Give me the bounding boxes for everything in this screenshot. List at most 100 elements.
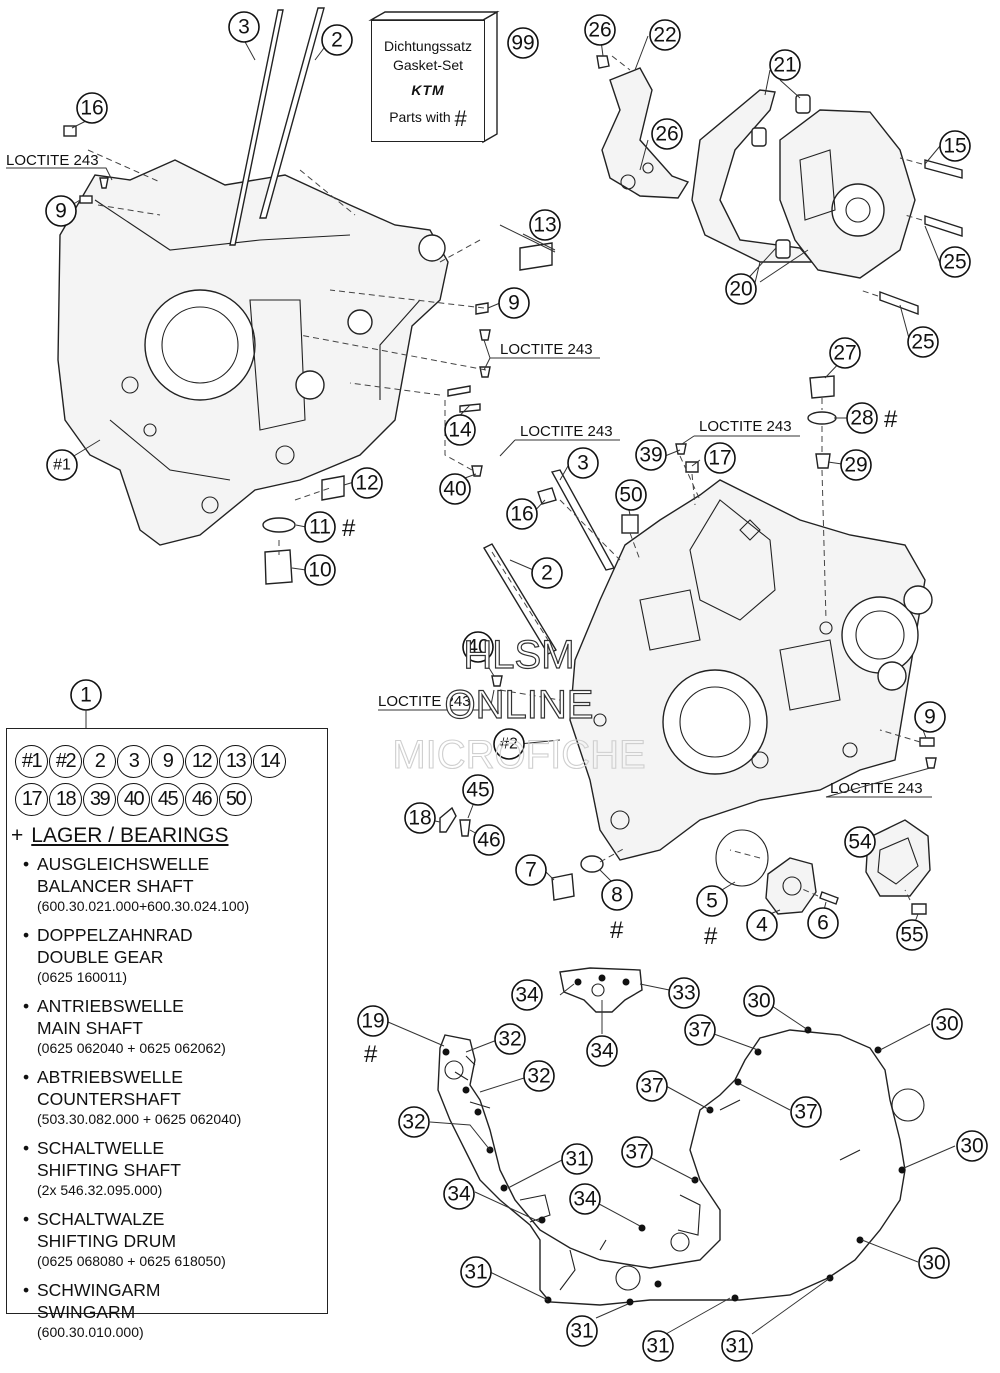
callout-39[interactable]: 39 bbox=[635, 439, 667, 471]
callout-31-left[interactable]: 31 bbox=[460, 1256, 492, 1288]
callout-25-upper[interactable]: 25 bbox=[939, 246, 971, 278]
callout-26-mid[interactable]: 26 bbox=[651, 118, 683, 150]
callout-45[interactable]: 45 bbox=[462, 774, 494, 806]
callout-30-bottom[interactable]: 30 bbox=[918, 1247, 950, 1279]
callout-33[interactable]: 33 bbox=[668, 977, 700, 1009]
callout-hash1[interactable]: #1 bbox=[46, 449, 78, 481]
callout-54[interactable]: 54 bbox=[844, 826, 876, 858]
legend-num[interactable]: 45 bbox=[151, 783, 184, 816]
callout-26-top[interactable]: 26 bbox=[584, 14, 616, 46]
legend-num[interactable]: 3 bbox=[117, 745, 150, 778]
callout-6[interactable]: 6 bbox=[807, 907, 839, 939]
callout-22[interactable]: 22 bbox=[649, 19, 681, 51]
callout-31-mid[interactable]: 31 bbox=[561, 1143, 593, 1175]
callout-30-top[interactable]: 30 bbox=[743, 985, 775, 1017]
screw-9-left bbox=[79, 195, 93, 204]
callout-30-right-top[interactable]: 30 bbox=[931, 1008, 963, 1040]
legend-num[interactable]: 39 bbox=[83, 783, 116, 816]
svg-text:16: 16 bbox=[80, 97, 103, 120]
callout-hash2[interactable]: #2 bbox=[493, 728, 525, 760]
callout-12[interactable]: 12 bbox=[351, 467, 383, 499]
legend-num[interactable]: 50 bbox=[219, 783, 252, 816]
callout-2-top[interactable]: 2 bbox=[321, 24, 353, 56]
callout-17[interactable]: 17 bbox=[704, 442, 736, 474]
callout-13[interactable]: 13 bbox=[529, 209, 561, 241]
callout-9-mid[interactable]: 9 bbox=[498, 287, 530, 319]
svg-text:#1: #1 bbox=[53, 457, 71, 474]
svg-text:9: 9 bbox=[924, 706, 936, 729]
callout-3-top[interactable]: 3 bbox=[228, 11, 260, 43]
callout-11[interactable]: 11 bbox=[304, 511, 336, 543]
callout-31-bottom-c[interactable]: 31 bbox=[721, 1330, 753, 1362]
callout-16-top[interactable]: 16 bbox=[76, 92, 108, 124]
callout-37-right[interactable]: 37 bbox=[790, 1096, 822, 1128]
callout-99[interactable]: 99 bbox=[507, 27, 539, 59]
svg-text:10: 10 bbox=[308, 559, 331, 582]
callout-9-left[interactable]: 9 bbox=[45, 195, 77, 227]
legend-num[interactable]: 18 bbox=[49, 783, 82, 816]
callout-4[interactable]: 4 bbox=[746, 909, 778, 941]
callout-15[interactable]: 15 bbox=[939, 130, 971, 162]
bearing-part-number: (0625 068080 + 0625 618050) bbox=[37, 1253, 226, 1269]
callout-25-lower[interactable]: 25 bbox=[907, 326, 939, 358]
legend-num[interactable]: 9 bbox=[151, 745, 184, 778]
kit-hash-symbol: # bbox=[454, 105, 467, 131]
legend-num[interactable]: 46 bbox=[185, 783, 218, 816]
callout-37-mid[interactable]: 37 bbox=[621, 1136, 653, 1168]
callout-34-left[interactable]: 34 bbox=[443, 1178, 475, 1210]
callout-5[interactable]: 5 bbox=[696, 885, 728, 917]
callout-16-right[interactable]: 16 bbox=[506, 498, 538, 530]
callout-21[interactable]: 21 bbox=[769, 49, 801, 81]
svg-text:LOCTITE 243: LOCTITE 243 bbox=[699, 418, 792, 435]
callout-30-right-mid[interactable]: 30 bbox=[956, 1130, 988, 1162]
callout-32-c[interactable]: 32 bbox=[398, 1106, 430, 1138]
assembly-lines-left bbox=[87, 149, 487, 555]
callout-7[interactable]: 7 bbox=[515, 854, 547, 886]
legend-num[interactable]: 13 bbox=[219, 745, 252, 778]
callout-37-left[interactable]: 37 bbox=[636, 1070, 668, 1102]
callout-19[interactable]: 19 bbox=[357, 1005, 389, 1037]
callout-18[interactable]: 18 bbox=[404, 802, 436, 834]
callout-46[interactable]: 46 bbox=[473, 824, 505, 856]
legend-num[interactable]: 14 bbox=[253, 745, 286, 778]
callout-40-mid[interactable]: 40 bbox=[439, 473, 471, 505]
callout-34-mid[interactable]: 34 bbox=[569, 1183, 601, 1215]
callout-55[interactable]: 55 bbox=[896, 919, 928, 951]
callout-8[interactable]: 8 bbox=[601, 879, 633, 911]
svg-text:6: 6 bbox=[817, 912, 829, 935]
legend-num[interactable]: #1 bbox=[15, 745, 48, 778]
callout-40-right[interactable]: 40 bbox=[462, 631, 494, 663]
callout-3-right[interactable]: 3 bbox=[567, 447, 599, 479]
hash-5: # bbox=[704, 923, 718, 950]
callout-14[interactable]: 14 bbox=[444, 414, 476, 446]
gasket-kit-box-shape bbox=[368, 10, 500, 144]
callout-34-top-mid[interactable]: 34 bbox=[586, 1035, 618, 1067]
callout-29[interactable]: 29 bbox=[840, 449, 872, 481]
screws-14 bbox=[447, 385, 481, 413]
svg-text:#2: #2 bbox=[500, 736, 518, 753]
callout-32-b[interactable]: 32 bbox=[523, 1060, 555, 1092]
bearing-name-de: AUSGLEICHSWELLE bbox=[21, 853, 321, 875]
legend-num[interactable]: 17 bbox=[15, 783, 48, 816]
callout-28[interactable]: 28 bbox=[846, 402, 878, 434]
svg-text:8: 8 bbox=[611, 884, 623, 907]
callout-50[interactable]: 50 bbox=[615, 479, 647, 511]
callout-34-top-left[interactable]: 34 bbox=[511, 979, 543, 1011]
legend-num[interactable]: 2 bbox=[83, 745, 116, 778]
callout-2-right[interactable]: 2 bbox=[531, 557, 563, 589]
callout-1[interactable]: 1 bbox=[70, 679, 102, 711]
callout-37-top[interactable]: 37 bbox=[684, 1014, 716, 1046]
svg-text:25: 25 bbox=[911, 331, 934, 354]
legend-num[interactable]: #2 bbox=[49, 745, 82, 778]
callout-9-right[interactable]: 9 bbox=[914, 701, 946, 733]
callout-32-a[interactable]: 32 bbox=[494, 1023, 526, 1055]
callout-31-bottom-b[interactable]: 31 bbox=[642, 1330, 674, 1362]
callout-27[interactable]: 27 bbox=[829, 337, 861, 369]
screw-17 bbox=[685, 461, 699, 473]
legend-num[interactable]: 40 bbox=[117, 783, 150, 816]
callout-20[interactable]: 20 bbox=[725, 273, 757, 305]
callout-31-bottom-a[interactable]: 31 bbox=[566, 1315, 598, 1347]
callout-10[interactable]: 10 bbox=[304, 554, 336, 586]
legend-num[interactable]: 12 bbox=[185, 745, 218, 778]
